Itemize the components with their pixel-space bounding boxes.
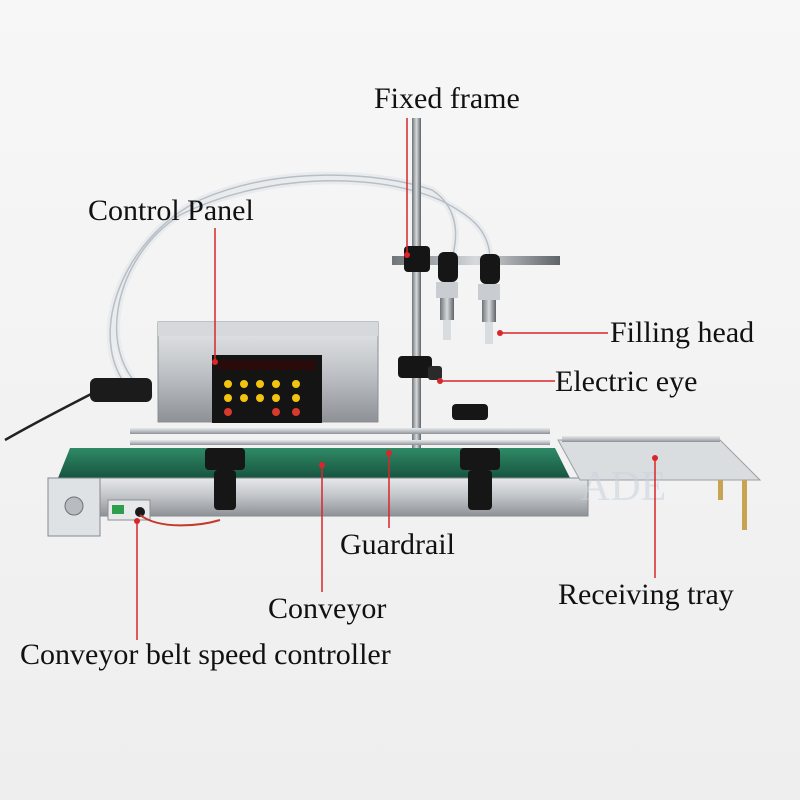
- label-fixed-frame: Fixed frame: [374, 82, 520, 115]
- filling-nozzles: [436, 252, 500, 344]
- leader-lines: [136, 118, 656, 640]
- label-speed-controller: Conveyor belt speed controller: [20, 638, 391, 671]
- conveyor-body: [47, 448, 589, 537]
- watermark: ADE: [580, 464, 666, 510]
- label-control-panel: Control Panel: [88, 194, 254, 227]
- label-electric-eye: Electric eye: [555, 365, 698, 398]
- guardrail-rod: [130, 428, 550, 434]
- label-filling-head: Filling head: [610, 316, 755, 349]
- frame-crossbar: [392, 256, 560, 265]
- label-conveyor: Conveyor: [268, 592, 387, 625]
- label-receiving-tray: Receiving tray: [558, 578, 734, 611]
- control-box: [157, 321, 379, 423]
- power-adapter: [4, 378, 152, 442]
- label-guardrail: Guardrail: [340, 528, 455, 561]
- frame-post: [412, 118, 421, 448]
- leader-dots: [134, 252, 658, 524]
- tray-body: [557, 436, 762, 530]
